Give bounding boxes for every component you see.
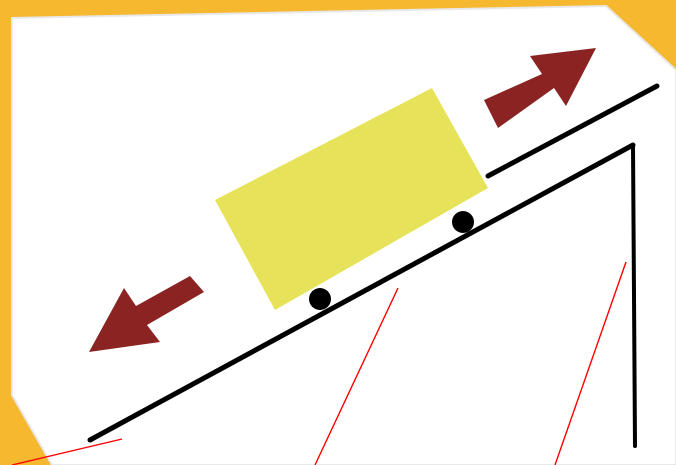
cart-wheel-rear bbox=[452, 211, 474, 233]
pointer-line-ramp bbox=[314, 287, 399, 465]
cart-wheel-front bbox=[309, 288, 331, 310]
arrow-up-right-icon bbox=[484, 48, 596, 128]
cart-track-line bbox=[485, 83, 660, 179]
arrow-down-left-icon bbox=[89, 276, 204, 352]
ramp-surface bbox=[87, 142, 636, 443]
pointer-line-vertical bbox=[554, 261, 627, 465]
ramp-vertical-side bbox=[631, 143, 637, 448]
cart-body bbox=[215, 88, 488, 310]
pointer-line-left bbox=[11, 438, 123, 465]
